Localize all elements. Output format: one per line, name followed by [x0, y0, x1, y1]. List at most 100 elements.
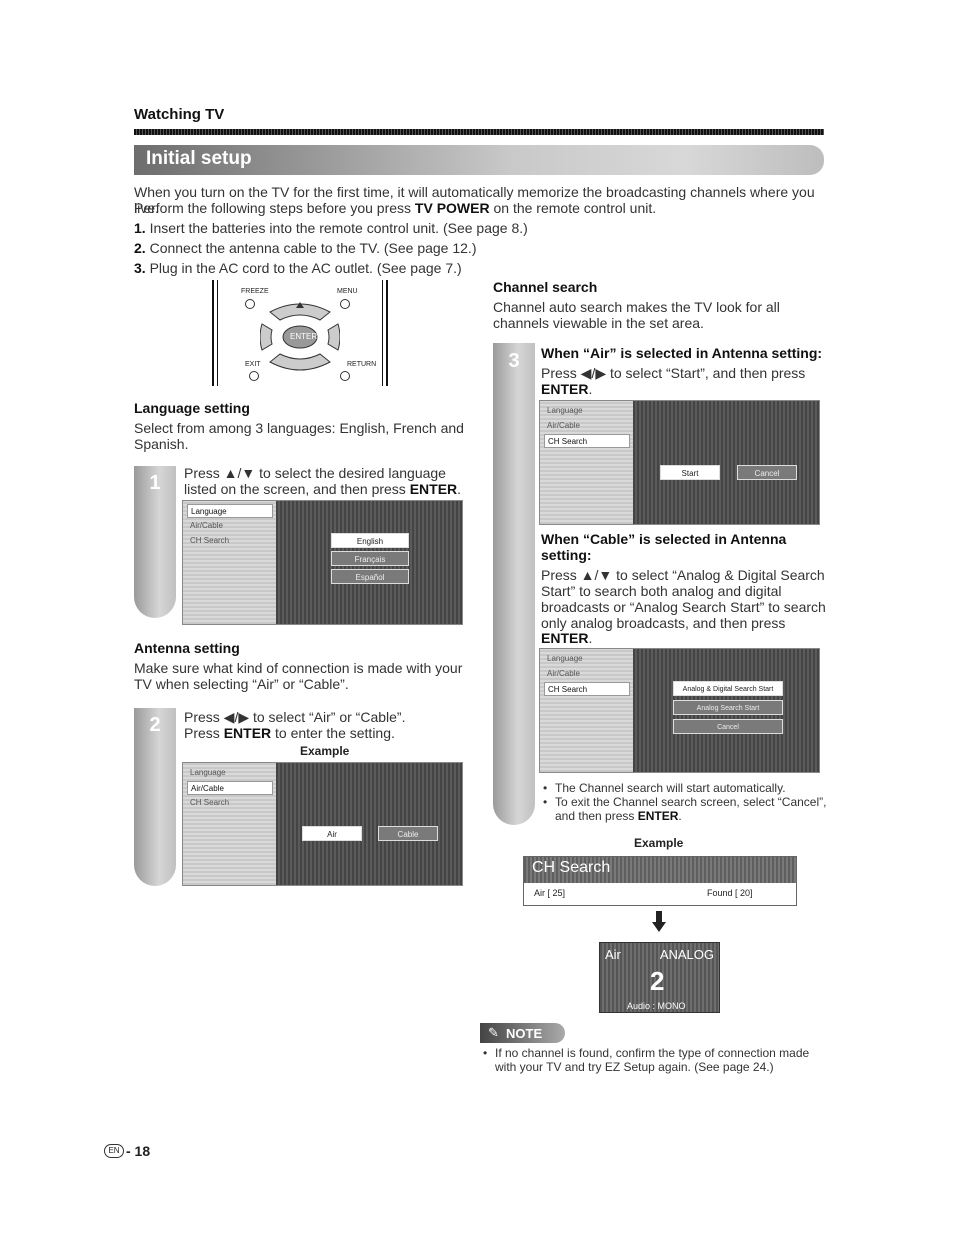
cable-line-3: broadcasts or “Analog Search Start” to s…	[541, 599, 826, 615]
remote-illustration: FREEZE MENU ENTER EXIT RETURN	[212, 280, 388, 388]
option-cancel: Cancel	[673, 719, 783, 734]
step-item-3: 3. Plug in the AC cord to the AC outlet.…	[134, 260, 462, 276]
enter-label: ENTER	[290, 332, 318, 341]
menu-item-air-cable: Air/Cable	[190, 521, 223, 530]
option-english: English	[331, 533, 409, 548]
step-1-bar	[134, 466, 176, 618]
channel-example-label: Example	[634, 836, 684, 850]
menu-label: MENU	[337, 288, 358, 295]
step-2-number: 2	[149, 714, 161, 736]
section-title: Watching TV	[134, 106, 225, 123]
air-line-1: Press ◀/▶ to select “Start”, and then pr…	[541, 365, 806, 381]
antenna-menu: Language Air/Cable CH Search	[183, 763, 278, 885]
ch-search-title-bar: CH Search	[524, 857, 796, 883]
option-air: Air	[302, 826, 362, 841]
option-cable: Cable	[378, 826, 438, 841]
language-heading: Language setting	[134, 400, 250, 416]
cable-heading-1: When “Cable” is selected in Antenna	[541, 531, 787, 547]
menu-item-air-cable: Air/Cable	[187, 781, 273, 795]
pencil-icon: ✎	[488, 1025, 499, 1040]
ch-search-found-count: Found [ 20]	[707, 888, 753, 898]
intro-line-1: When you turn on the TV for the first ti…	[134, 184, 815, 216]
step-item-2: 2. Connect the antenna cable to the TV. …	[134, 240, 477, 256]
note-badge: ✎ NOTE	[480, 1023, 565, 1043]
return-button	[340, 371, 350, 381]
language-screen: Language Air/Cable CH Search English Fra…	[182, 500, 463, 625]
arrow-down-icon	[652, 911, 666, 932]
page-number: - 18	[126, 1143, 151, 1159]
menu-item-air-cable: Air/Cable	[547, 669, 580, 678]
antenna-desc-2: TV when selecting “Air” or “Cable”.	[134, 676, 349, 692]
option-francais: Français	[331, 551, 409, 566]
display-analog: ANALOG	[659, 947, 714, 962]
option-analog-digital-search: Analog & Digital Search Start	[673, 681, 783, 696]
page-title: Initial setup	[146, 148, 252, 169]
language-desc-1: Select from among 3 languages: English, …	[134, 420, 464, 436]
option-cancel: Cancel	[737, 465, 797, 480]
antenna-panel	[276, 763, 462, 885]
cable-line-1: Press ▲/▼ to select “Analog & Digital Se…	[541, 567, 825, 583]
air-panel	[633, 401, 819, 524]
bullet-exit-1: To exit the Channel search screen, selec…	[543, 795, 826, 809]
antenna-step-line-2: Press ENTER to enter the setting.	[184, 725, 395, 741]
antenna-example-label: Example	[300, 744, 350, 758]
return-label: RETURN	[347, 361, 377, 368]
channel-heading: Channel search	[493, 279, 598, 295]
channel-display: Air ANALOG 2 Audio : MONO	[599, 942, 720, 1013]
language-step-line-2: listed on the screen, and then press ENT…	[184, 481, 462, 497]
language-desc-2: Spanish.	[134, 436, 189, 452]
cable-menu: Language Air/Cable CH Search	[540, 649, 635, 772]
title-banner: Initial setup	[134, 145, 824, 175]
bullet-exit-2: and then press ENTER.	[555, 809, 682, 823]
ch-search-box: CH Search Air [ 25] Found [ 20]	[523, 856, 797, 906]
language-step-line-1: Press ▲/▼ to select the desired language	[184, 465, 446, 481]
air-heading: When “Air” is selected in Antenna settin…	[541, 345, 823, 361]
menu-item-language: Language	[547, 654, 583, 663]
step-2-bar	[134, 708, 176, 886]
air-screen: Language Air/Cable CH Search Start Cance…	[539, 400, 820, 525]
option-start: Start	[660, 465, 720, 480]
menu-item-language: Language	[187, 504, 273, 518]
cable-line-2: Start” to search both analog and digital	[541, 583, 782, 599]
note-label: NOTE	[506, 1026, 543, 1041]
menu-item-air-cable: Air/Cable	[547, 421, 580, 430]
antenna-step-line-1: Press ◀/▶ to select “Air” or “Cable”.	[184, 709, 406, 725]
freeze-button	[245, 299, 255, 309]
ch-search-title: CH Search	[532, 859, 611, 876]
language-badge: EN	[104, 1144, 124, 1158]
option-analog-search: Analog Search Start	[673, 700, 783, 715]
menu-item-language: Language	[547, 406, 583, 415]
cable-line-5: ENTER.	[541, 630, 593, 646]
antenna-heading: Antenna setting	[134, 640, 240, 656]
exit-label: EXIT	[245, 361, 261, 368]
note-line-1: If no channel is found, confirm the type…	[483, 1046, 809, 1060]
option-espanol: Español	[331, 569, 409, 584]
antenna-screen: Language Air/Cable CH Search Air Cable	[182, 762, 463, 886]
step-3-number: 3	[508, 350, 520, 372]
display-audio: Audio : MONO	[627, 1001, 686, 1011]
header-rule	[134, 129, 824, 135]
ch-search-air-count: Air [ 25]	[534, 888, 566, 898]
air-menu: Language Air/Cable CH Search	[540, 401, 635, 524]
menu-item-ch-search: CH Search	[544, 682, 630, 696]
exit-button	[249, 371, 259, 381]
note-line-2: with your TV and try EZ Setup again. (Se…	[495, 1060, 774, 1074]
cable-line-4: only analog broadcasts, and then press	[541, 615, 786, 631]
cable-screen: Language Air/Cable CH Search Analog & Di…	[539, 648, 820, 773]
menu-item-ch-search: CH Search	[190, 798, 230, 807]
freeze-label: FREEZE	[241, 288, 269, 295]
air-line-2: ENTER.	[541, 381, 593, 397]
menu-item-language: Language	[190, 768, 226, 777]
step-item-1: 1. Insert the batteries into the remote …	[134, 220, 528, 236]
step-1-number: 1	[149, 472, 161, 494]
antenna-desc-1: Make sure what kind of connection is mad…	[134, 660, 463, 676]
cable-heading-2: setting:	[541, 547, 592, 563]
display-channel-number: 2	[650, 966, 665, 996]
menu-item-ch-search: CH Search	[544, 434, 630, 448]
menu-button	[340, 299, 350, 309]
dpad-icon	[260, 302, 340, 371]
language-menu: Language Air/Cable CH Search	[183, 501, 278, 624]
bullet-auto-start: The Channel search will start automatica…	[543, 781, 786, 795]
channel-desc-1: Channel auto search makes the TV look fo…	[493, 299, 780, 315]
intro-line-2: Perform the following steps before you p…	[134, 200, 657, 216]
